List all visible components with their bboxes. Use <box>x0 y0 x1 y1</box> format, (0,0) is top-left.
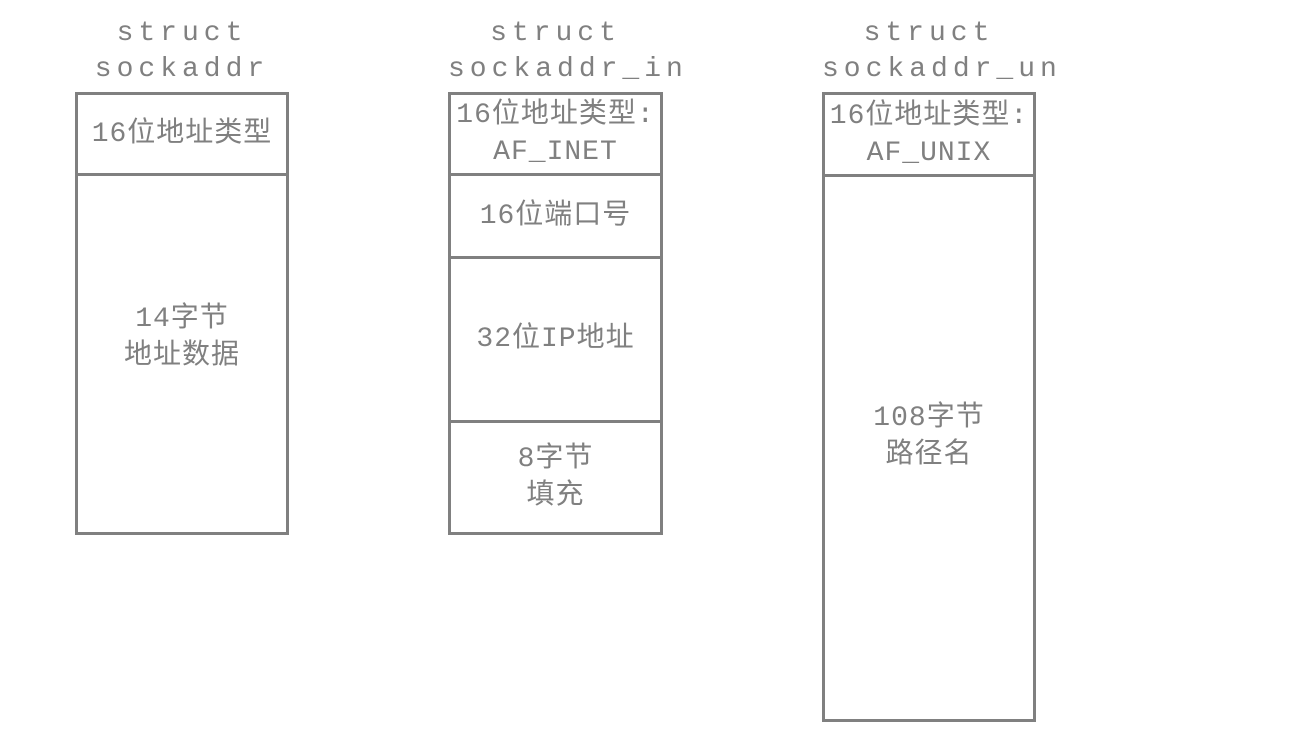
sockaddr-in-field-port: 16位端口号 <box>451 176 660 259</box>
struct-sockaddr-un-title: struct sockaddr_un <box>822 18 1062 85</box>
struct-sockaddr-in-box: 16位地址类型: AF_INET 16位端口号 32位IP地址 8字节 填充 <box>448 92 663 535</box>
sockaddr-in-field-address-family: 16位地址类型: AF_INET <box>451 95 660 176</box>
sockaddr-un-field-pathname: 108字节 路径名 <box>873 403 985 471</box>
sockaddr-field-address-data: 14字节 地址数据 <box>123 304 240 372</box>
struct-sockaddr-box: 16位地址类型 14字节 地址数据 <box>75 92 289 535</box>
sockaddr-in-field-padding: 8字节 填充 <box>517 443 594 512</box>
struct-sockaddr-in-title: struct sockaddr_in <box>448 18 688 85</box>
sockaddr-field-address-family: 16位地址类型 <box>78 95 286 176</box>
struct-sockaddr-title: struct sockaddr <box>94 18 270 85</box>
struct-sockaddr-un-box: 16位地址类型: AF_UNIX 108字节 路径名 <box>822 92 1036 722</box>
struct-sockaddr-un-column: struct sockaddr_un 16位地址类型: AF_UNIX 108字… <box>822 16 1062 722</box>
sockaddr-un-field-address-family: 16位地址类型: AF_UNIX <box>825 95 1033 177</box>
struct-sockaddr-column: struct sockaddr 16位地址类型 14字节 地址数据 <box>75 16 289 535</box>
struct-sockaddr-in-column: struct sockaddr_in 16位地址类型: AF_INET 16位端… <box>448 16 688 535</box>
sockaddr-in-field-ip-address: 32位IP地址 <box>451 259 660 423</box>
